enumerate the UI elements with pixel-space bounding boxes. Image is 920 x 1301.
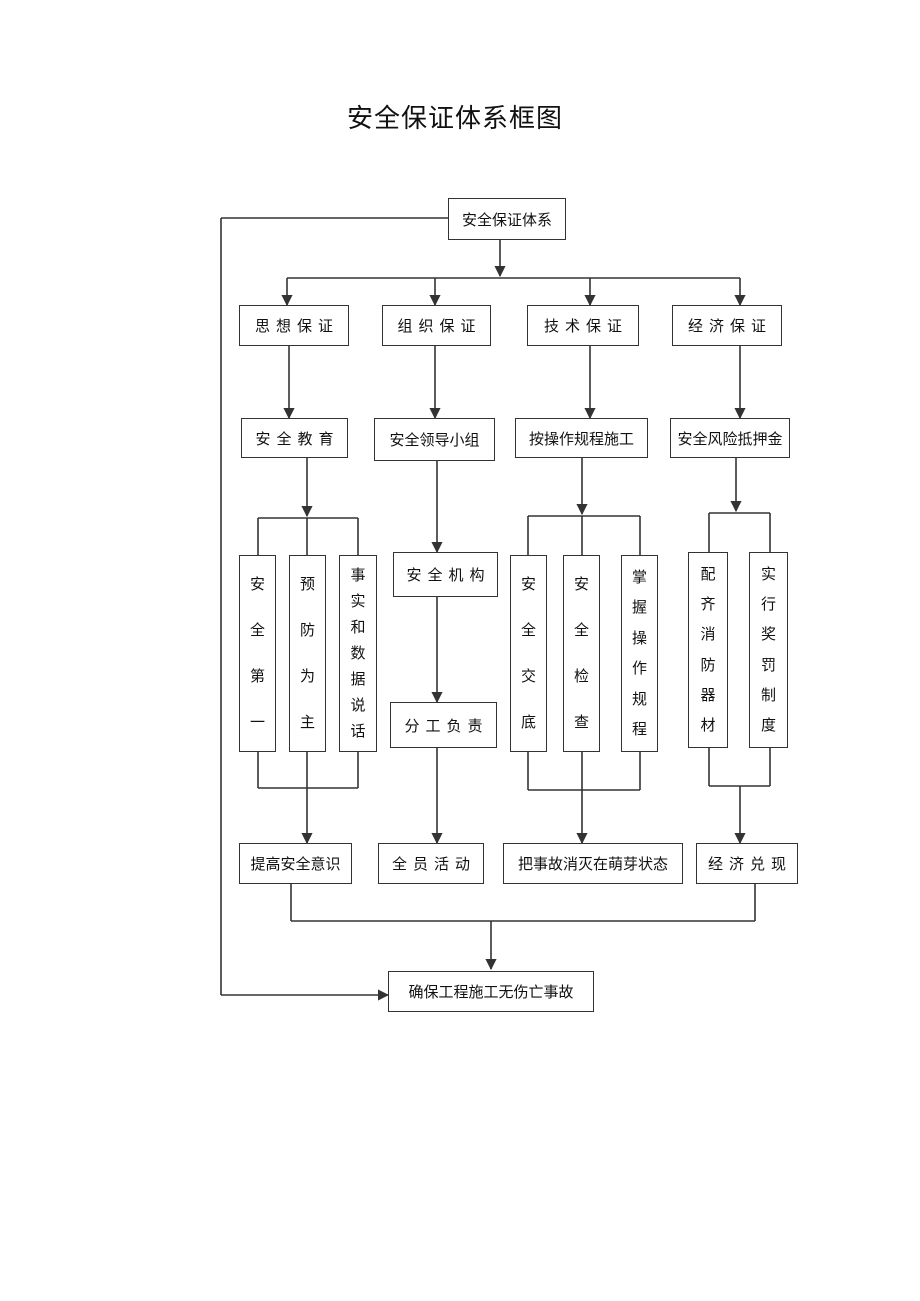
- vertical-char: 和: [350, 617, 366, 636]
- vertical-char: 一: [249, 712, 265, 731]
- vertical-char: 程: [631, 720, 647, 739]
- vertical-char: 全: [249, 621, 265, 640]
- vertical-char: 实: [760, 564, 776, 583]
- vertical-char: 检: [573, 666, 589, 685]
- vertical-char: 事: [350, 565, 366, 584]
- branch-ideology-box: 思想保证: [239, 305, 349, 346]
- all-staff-activity-box: 全员活动: [378, 843, 484, 884]
- vertical-char: 配: [700, 564, 716, 583]
- safety-education-box: 安全教育: [241, 418, 348, 458]
- vertical-char: 制: [760, 685, 776, 704]
- vertical-char: 度: [760, 716, 776, 735]
- vertical-char: 作: [631, 659, 647, 678]
- vertical-char: 安: [520, 575, 536, 594]
- vertical-char: 罚: [760, 655, 776, 674]
- economic-fulfillment-box: 经济兑现: [696, 843, 798, 884]
- vertical-char: 数: [350, 643, 366, 662]
- vertical-char: 底: [520, 712, 536, 731]
- prevention-first-box: 预防为主: [289, 555, 326, 752]
- root-box: 安全保证体系: [448, 198, 566, 240]
- vertical-char: 消: [700, 625, 716, 644]
- safety-inspection-box: 安全检查: [563, 555, 600, 752]
- branch-economy-box: 经济保证: [672, 305, 782, 346]
- vertical-char: 全: [520, 621, 536, 640]
- vertical-char: 防: [700, 655, 716, 674]
- vertical-char: 主: [299, 712, 315, 731]
- vertical-char: 第: [249, 666, 265, 685]
- vertical-char: 器: [700, 685, 716, 704]
- vertical-char: 说: [350, 696, 366, 715]
- vertical-char: 握: [631, 598, 647, 617]
- vertical-char: 安: [573, 575, 589, 594]
- reward-punishment-box: 实行奖罚制度: [749, 552, 788, 748]
- safety-leading-group-box: 安全领导小组: [374, 418, 495, 461]
- safety-briefing-box: 安全交底: [510, 555, 547, 752]
- nip-accidents-in-bud-box: 把事故消灭在萌芽状态: [503, 843, 683, 884]
- vertical-char: 据: [350, 670, 366, 689]
- safety-first-box: 安全第一: [239, 555, 276, 752]
- vertical-char: 安: [249, 575, 265, 594]
- vertical-char: 齐: [700, 594, 716, 613]
- vertical-char: 交: [520, 666, 536, 685]
- vertical-char: 全: [573, 621, 589, 640]
- vertical-char: 预: [299, 575, 315, 594]
- vertical-char: 规: [631, 689, 647, 708]
- follow-operating-rules-box: 按操作规程施工: [515, 418, 648, 458]
- safety-organization-box: 安全机构: [393, 552, 498, 597]
- goal-box: 确保工程施工无伤亡事故: [388, 971, 594, 1012]
- vertical-char: 实: [350, 591, 366, 610]
- vertical-char: 为: [299, 666, 315, 685]
- branch-technology-box: 技术保证: [527, 305, 639, 346]
- diagram-title: 安全保证体系框图: [346, 104, 563, 134]
- raise-safety-awareness-box: 提高安全意识: [239, 843, 352, 884]
- facts-and-data-box: 事实和数据说话: [339, 555, 377, 752]
- vertical-char: 掌: [631, 567, 647, 586]
- vertical-char: 防: [299, 621, 315, 640]
- vertical-char: 操: [631, 628, 647, 647]
- branch-organization-box: 组织保证: [382, 305, 491, 346]
- vertical-char: 查: [573, 712, 589, 731]
- fire-equipment-box: 配齐消防器材: [688, 552, 728, 748]
- safety-risk-deposit-box: 安全风险抵押金: [670, 418, 790, 458]
- division-of-responsibility-box: 分工负责: [390, 702, 497, 748]
- master-operating-rules-box: 掌握操作规程: [621, 555, 658, 752]
- vertical-char: 材: [700, 716, 716, 735]
- vertical-char: 行: [760, 594, 776, 613]
- vertical-char: 奖: [760, 625, 776, 644]
- vertical-char: 话: [350, 722, 366, 741]
